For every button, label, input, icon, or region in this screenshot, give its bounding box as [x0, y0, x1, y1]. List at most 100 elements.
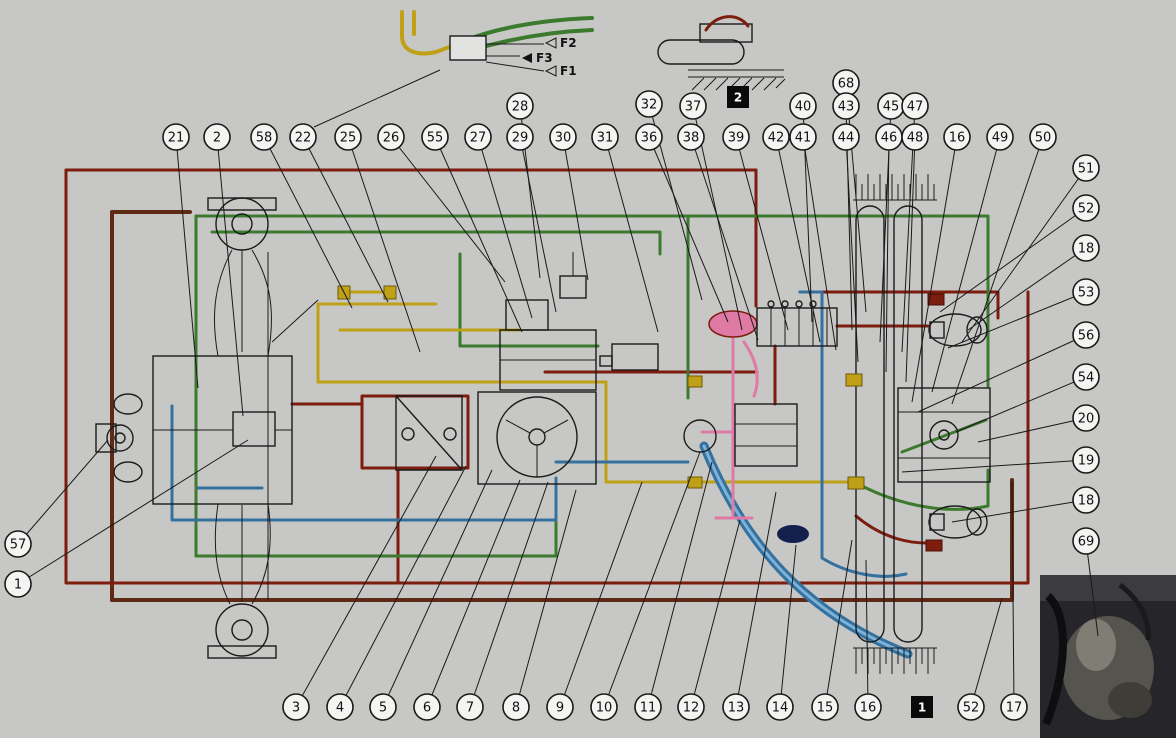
callout-circle-3	[282, 693, 310, 721]
callout-43-5: 43	[832, 92, 860, 120]
callout-46-25: 46	[875, 123, 903, 151]
callout-label-19: 19	[1078, 454, 1095, 469]
leader-line-13-52	[735, 491, 777, 708]
pipe-green-top2	[210, 230, 662, 256]
leader-line-48-26	[905, 136, 916, 383]
callout-label-27: 27	[470, 131, 487, 146]
callout-2-9: 2	[203, 123, 231, 151]
leader-line-15-54	[824, 539, 853, 708]
callout-circle-17	[1000, 693, 1028, 721]
brake-chamber-top	[927, 293, 988, 347]
leader-line-8-47	[515, 489, 577, 708]
callout-label-29: 29	[512, 131, 529, 146]
callout-13-52: 13	[722, 693, 750, 721]
callout-label-22: 22	[295, 131, 312, 146]
callout-16-27: 16	[943, 123, 971, 151]
callout-12-51: 12	[677, 693, 705, 721]
reservoir-dark-blue	[777, 525, 809, 543]
leader-line-36-19	[648, 136, 729, 323]
callout-circle-38	[677, 123, 705, 151]
callout-circle-15	[811, 693, 839, 721]
callout-3-42: 3	[282, 693, 310, 721]
callout-29-16: 29	[506, 123, 534, 151]
clutch-booster-unit	[657, 15, 786, 91]
callout-circle-43	[832, 92, 860, 120]
callout-label-13: 13	[728, 701, 745, 716]
callout-57-40: 57	[4, 530, 32, 558]
air-tanks	[853, 174, 937, 674]
callout-68-0: 68	[832, 69, 860, 97]
square-marker-2: 2	[727, 86, 749, 108]
electrical-connector	[449, 35, 487, 61]
leader-line-10-49	[603, 451, 701, 708]
callout-17-57: 17	[1000, 693, 1028, 721]
callout-circle-18	[1072, 486, 1100, 514]
leader-line-7-46	[469, 481, 549, 708]
callout-50-29: 50	[1029, 123, 1057, 151]
callout-circle-36	[635, 123, 663, 151]
callout-27-15: 27	[464, 123, 492, 151]
callout-circle-16	[854, 693, 882, 721]
leader-line-41-23	[802, 136, 837, 351]
callout-label-7: 7	[466, 701, 474, 716]
callout-circle-41	[789, 123, 817, 151]
callout-22-11: 22	[289, 123, 317, 151]
callout-circle-55	[421, 123, 449, 151]
callout-circle-6	[413, 693, 441, 721]
callout-label-21: 21	[168, 131, 185, 146]
wire-yellow	[400, 10, 454, 56]
callout-circle-48	[901, 123, 929, 151]
callout-circle-51	[1072, 154, 1100, 182]
callout-circle-42	[762, 123, 790, 151]
callout-circle-30	[549, 123, 577, 151]
hose-blue-highlight	[702, 444, 910, 656]
callout-label-6: 6	[423, 701, 431, 716]
callout-41-23: 41	[789, 123, 817, 151]
callout-label-5: 5	[379, 701, 387, 716]
callout-circle-8	[502, 693, 530, 721]
callout-label-4: 4	[336, 701, 344, 716]
leader-line-57-40	[17, 439, 109, 545]
arrow-f2-icon	[544, 37, 557, 49]
callout-circle-50	[1029, 123, 1057, 151]
leader-line-52-31	[939, 207, 1087, 313]
leader-line-52-56	[970, 597, 1003, 708]
callout-label-54: 54	[1078, 371, 1095, 386]
callout-55-14: 55	[421, 123, 449, 151]
leader-line-18-32	[967, 247, 1087, 331]
leader-line-19-37	[901, 459, 1087, 473]
callout-label-68: 68	[838, 77, 855, 92]
callout-label-28: 28	[512, 100, 529, 115]
callout-56-34: 56	[1072, 321, 1100, 349]
callout-label-44: 44	[838, 131, 855, 146]
callout-circle-18	[1072, 234, 1100, 262]
callout-label-36: 36	[641, 131, 658, 146]
components-layer	[95, 15, 991, 674]
leader-line-31-18	[604, 136, 659, 333]
callout-circle-69	[1072, 527, 1100, 555]
callout-label-51: 51	[1078, 162, 1095, 177]
callout-circle-57	[4, 530, 32, 558]
callout-16-55: 16	[854, 693, 882, 721]
callout-label-16: 16	[860, 701, 877, 716]
callout-4-43: 4	[326, 693, 354, 721]
callout-5-44: 5	[369, 693, 397, 721]
leader-line-69-39	[1085, 540, 1099, 637]
callout-circle-19	[1072, 446, 1100, 474]
callout-45-6: 45	[877, 92, 905, 120]
callout-38-20: 38	[677, 123, 705, 151]
callout-label-15: 15	[817, 701, 834, 716]
callout-36-19: 36	[635, 123, 663, 151]
callout-circle-31	[591, 123, 619, 151]
pipe-green-left-loop	[194, 214, 558, 558]
callout-circle-44	[832, 123, 860, 151]
callout-label-58: 58	[256, 131, 273, 146]
square-marker-label-2: 2	[734, 91, 742, 105]
callout-label-31: 31	[597, 131, 614, 146]
callout-circle-21	[162, 123, 190, 151]
arrow-f3-icon	[522, 53, 532, 63]
callout-20-36: 20	[1072, 404, 1100, 432]
callout-circle-25	[334, 123, 362, 151]
front-axle-assembly	[152, 197, 319, 659]
callout-label-14: 14	[772, 701, 789, 716]
